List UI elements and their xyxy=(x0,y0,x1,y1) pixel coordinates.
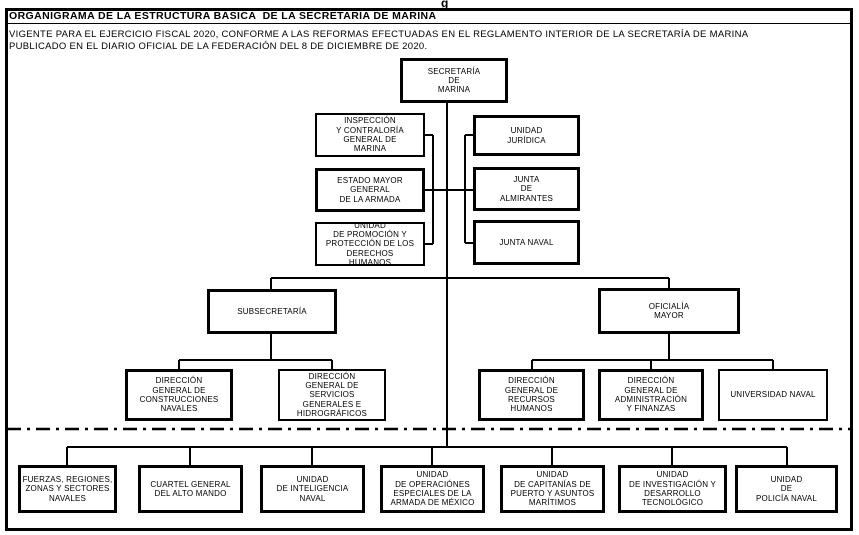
org-node-dg-administracion-finanzas: DIRECCIÓN GENERAL DE ADMINISTRACIÓN Y FI… xyxy=(598,369,704,421)
org-node-dg-recursos-humanos: DIRECCIÓN GENERAL DE RECURSOS HUMANOS xyxy=(478,369,585,421)
org-node-junta-naval: JUNTA NAVAL xyxy=(473,220,580,265)
org-node-investigacion-desarrollo: UNIDAD DE INVESTIGACIÓN Y DESARROLLO TEC… xyxy=(618,465,727,513)
outer-border xyxy=(5,8,853,531)
org-node-oficialia-mayor: OFICIALÍA MAYOR xyxy=(598,288,740,334)
page-subtitle: VIGENTE PARA EL EJERCICIO FISCAL 2020, C… xyxy=(9,29,749,52)
org-node-inspeccion-contraloria: INSPECCIÓN Y CONTRALORÍA GENERAL DE MARI… xyxy=(315,113,425,157)
org-node-estado-mayor: ESTADO MAYOR GENERAL DE LA ARMADA xyxy=(315,168,425,212)
title-divider xyxy=(5,23,853,24)
org-node-inteligencia-naval: UNIDAD DE INTELIGENCIA NAVAL xyxy=(260,465,365,513)
org-node-dg-servicios-hidrograficos: DIRECCIÓN GENERAL DE SERVICIOS GENERALES… xyxy=(278,369,386,421)
org-node-promocion-derechos-humanos: UNIDAD DE PROMOCIÓN Y PROTECCIÓN DE LOS … xyxy=(315,222,425,266)
page-title: ORGANIGRAMA DE LA ESTRUCTURA BÁSICA DE L… xyxy=(9,10,437,22)
org-node-capitanias-puerto: UNIDAD DE CAPITANÍAS DE PUERTO Y ASUNTOS… xyxy=(500,465,605,513)
org-node-universidad-naval: UNIVERSIDAD NAVAL xyxy=(718,369,828,421)
org-node-secretaria-de-marina: SECRETARÍA DE MARINA xyxy=(400,58,508,103)
org-node-unidad-juridica: UNIDAD JURÍDICA xyxy=(473,115,580,156)
org-node-cuartel-general: CUARTEL GENERAL DEL ALTO MANDO xyxy=(138,465,243,513)
org-node-fuerzas-regiones-zonas: FUERZAS, REGIONES, ZONAS Y SECTORES NAVA… xyxy=(18,465,117,513)
page-edge-artifact: g xyxy=(441,0,449,10)
org-node-policia-naval: UNIDAD DE POLICÍA NAVAL xyxy=(735,465,838,513)
org-node-subsecretaria: SUBSECRETARÍA xyxy=(207,289,337,334)
org-node-junta-almirantes: JUNTA DE ALMIRANTES xyxy=(473,167,580,211)
org-node-operaciones-especiales: UNIDAD DE OPERACIÓNES ESPECIALES DE LA A… xyxy=(380,465,485,513)
org-node-dg-construcciones-navales: DIRECCIÓN GENERAL DE CONSTRUCCIONES NAVA… xyxy=(125,369,233,421)
